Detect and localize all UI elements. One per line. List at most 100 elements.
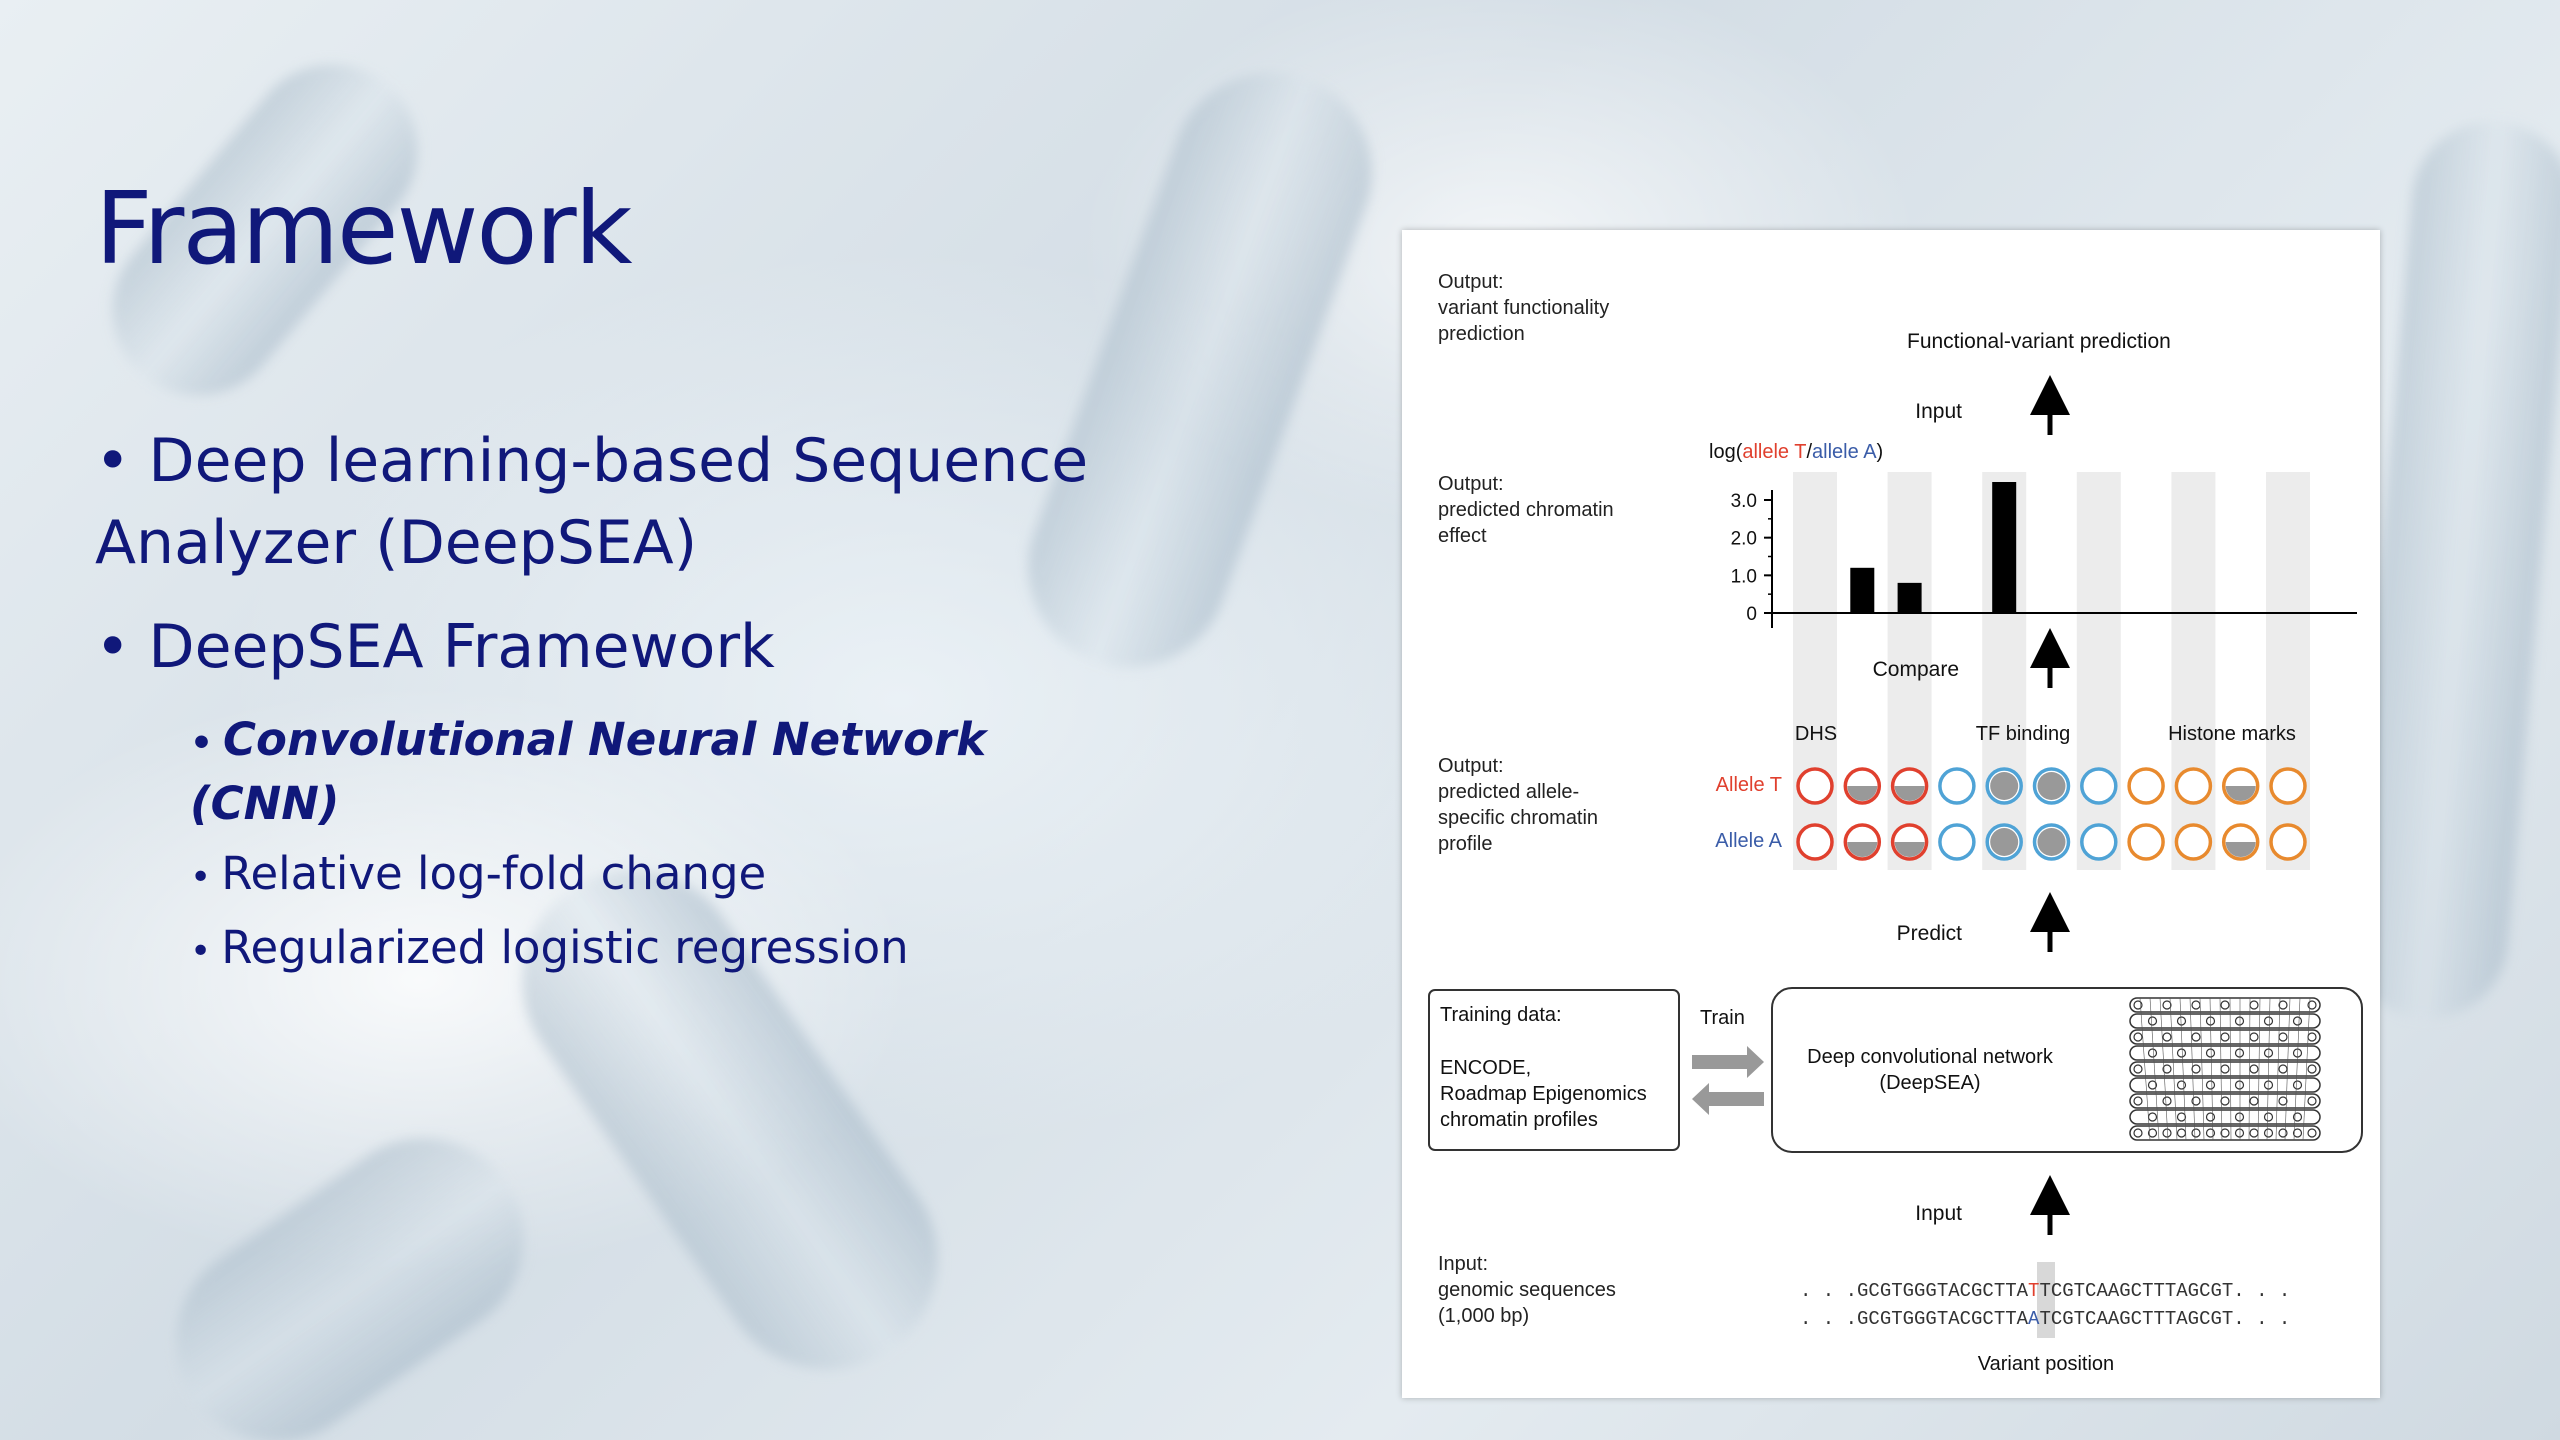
- network-edge: [2200, 998, 2204, 1140]
- shade-column: [1793, 472, 1837, 870]
- network-node: [2178, 1049, 2186, 1057]
- network-node: [2207, 1113, 2215, 1121]
- network-node: [2265, 1129, 2273, 1137]
- allele-circle: [2176, 825, 2210, 859]
- arrow-label-input-bottom: Input: [1915, 1202, 1962, 1225]
- output3-line3: specific chromatin: [1438, 807, 1598, 829]
- network-node: [2178, 1113, 2186, 1121]
- bar: [1992, 482, 2016, 613]
- network-node: [2236, 1129, 2244, 1137]
- network-node: [2163, 1001, 2171, 1009]
- network-node: [2250, 1033, 2258, 1041]
- sequence-allele-a: . . .GCGTGGGTACGCTTAATCGTCAAGCTTTAGCGT. …: [1800, 1308, 2290, 1330]
- y-tick-label: 1.0: [1731, 566, 1757, 587]
- network-node: [2265, 1017, 2273, 1025]
- sequence-allele-t: . . .GCGTGGGTACGCTTATTCGTCAAGCTTTAGCGT. …: [1800, 1280, 2290, 1302]
- network-layer: [2130, 1046, 2320, 1060]
- network-node: [2308, 1001, 2316, 1009]
- network-layer: [2130, 1110, 2320, 1124]
- network-node: [2178, 1081, 2186, 1089]
- network-node: [2279, 1097, 2287, 1105]
- network-node: [2279, 1033, 2287, 1041]
- network-node: [2134, 1129, 2142, 1137]
- allele-circle-fill: [2038, 828, 2066, 856]
- network-node: [2207, 1081, 2215, 1089]
- deepsea-figure: Output: variant functionality prediction…: [1402, 230, 2380, 1398]
- allele-circle-fill: [1990, 828, 2018, 856]
- network-edge: [2230, 998, 2231, 1140]
- allele-circle: [1940, 825, 1974, 859]
- arrow-label-input-top: Input: [1915, 400, 1962, 423]
- network-node: [2221, 1001, 2229, 1009]
- network-node: [2279, 1001, 2287, 1009]
- y-tick-label: 0: [1746, 604, 1757, 625]
- functional-variant-label: Functional-variant prediction: [1907, 330, 2171, 353]
- bullet-deepsea-line2: Analyzer (DeepSEA): [95, 508, 697, 578]
- network-diagram-icon: [2130, 998, 2320, 1140]
- network-node: [2236, 1081, 2244, 1089]
- network-node: [2221, 1097, 2229, 1105]
- allele-circle-grid: [1798, 769, 2305, 859]
- train-arrow-right: [1692, 1046, 1764, 1078]
- network-line1: Deep convolutional network: [1807, 1046, 2054, 1068]
- network-node: [2294, 1081, 2302, 1089]
- shade-column: [2266, 472, 2310, 870]
- allele-t-label: Allele T: [1716, 774, 1782, 796]
- allele-circle: [2271, 825, 2305, 859]
- shade-column: [2171, 472, 2215, 870]
- allele-circle: [2176, 769, 2210, 803]
- group-label-dhs: DHS: [1795, 723, 1837, 745]
- arrow-label-compare: Compare: [1873, 658, 1959, 681]
- network-node: [2308, 1065, 2316, 1073]
- network-node: [2207, 1129, 2215, 1137]
- training-line1: ENCODE,: [1440, 1057, 1531, 1079]
- y-tick-label: 3.0: [1731, 491, 1757, 512]
- network-node: [2308, 1129, 2316, 1137]
- training-line3: chromatin profiles: [1440, 1109, 1598, 1131]
- allele-circle: [2129, 769, 2163, 803]
- bullet-deepsea: •Deep learning-based Sequence Analyzer (…: [95, 420, 1145, 584]
- network-node: [2308, 1097, 2316, 1105]
- output3-line1: Output:: [1438, 755, 1504, 777]
- chart-ylabel: log(allele T/allele A): [1709, 441, 1883, 463]
- output3-line2: predicted allele-: [1438, 781, 1579, 803]
- network-node: [2236, 1049, 2244, 1057]
- bullet-framework-label: DeepSEA Framework: [148, 612, 774, 682]
- network-node: [2236, 1017, 2244, 1025]
- output1-line2: variant functionality: [1438, 297, 1609, 319]
- output2-line1: Output:: [1438, 473, 1504, 495]
- network-node: [2294, 1017, 2302, 1025]
- network-node: [2192, 1097, 2200, 1105]
- network-node: [2163, 1129, 2171, 1137]
- network-node: [2279, 1065, 2287, 1073]
- slide-title: Framework: [95, 170, 631, 287]
- network-node: [2134, 1033, 2142, 1041]
- figure-svg: Output: variant functionality prediction…: [1402, 230, 2380, 1398]
- input-line1: Input:: [1438, 1253, 1488, 1275]
- network-node: [2178, 1017, 2186, 1025]
- input-line3: (1,000 bp): [1438, 1305, 1529, 1327]
- network-node: [2192, 1033, 2200, 1041]
- bar: [1898, 583, 1922, 613]
- sub-bullet-logfold: •Relative log-fold change: [190, 844, 1145, 908]
- network-node: [2192, 1065, 2200, 1073]
- network-node: [2163, 1097, 2171, 1105]
- allele-circle: [1798, 825, 1832, 859]
- network-node: [2221, 1065, 2229, 1073]
- left-labels: Output: variant functionality prediction…: [1438, 271, 1616, 1327]
- allele-circle: [2129, 825, 2163, 859]
- allele-circle: [1798, 769, 1832, 803]
- train-arrow-left: [1692, 1083, 1764, 1115]
- network-node: [2149, 1113, 2157, 1121]
- training-line2: Roadmap Epigenomics: [1440, 1083, 1647, 1105]
- output1-line3: prediction: [1438, 323, 1525, 345]
- shade-column: [2077, 472, 2121, 870]
- output1-line1: Output:: [1438, 271, 1504, 293]
- network-node: [2250, 1065, 2258, 1073]
- network-node: [2207, 1049, 2215, 1057]
- output2-line3: effect: [1438, 525, 1487, 547]
- output3-line4: profile: [1438, 833, 1492, 855]
- network-node: [2192, 1129, 2200, 1137]
- allele-circle-fill: [1990, 772, 2018, 800]
- allele-circle: [2271, 769, 2305, 803]
